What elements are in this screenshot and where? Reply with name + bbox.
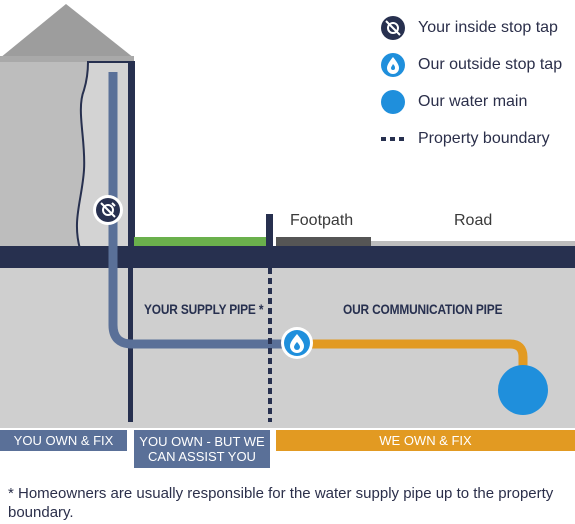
legend-inside-stop-tap-label: Your inside stop tap [418,19,558,36]
we-own-label: WE OWN & FIX [379,433,472,448]
you-own-band: YOU OWN & FIX [0,430,127,451]
we-own-band: WE OWN & FIX [276,430,575,451]
legend-property-boundary-label: Property boundary [418,130,550,147]
supply-pipe-heading: YOUR SUPPLY PIPE * [144,301,264,317]
boundary-line-legend-icon [380,126,406,152]
outside-stop-tap-icon [281,327,313,359]
road-label: Road [454,212,493,229]
house-wall-line [128,62,133,422]
supply-pipe [108,72,292,349]
footpath-surface [276,237,371,246]
road-surface [371,241,575,246]
you-own-assist-band: YOU OWN - BUT WE CAN ASSIST YOU [134,430,270,468]
you-own-label: YOU OWN & FIX [13,433,114,448]
you-own-assist-line2: CAN ASSIST YOU [148,449,256,464]
footpath-label: Footpath [290,212,354,229]
water-main-legend-icon [380,89,406,115]
outside-stop-tap-legend-icon [380,52,406,78]
legend-water-main: Our water main [380,88,527,116]
communication-pipe-heading: OUR COMMUNICATION PIPE [343,301,503,317]
inside-stop-tap-legend-icon [380,15,406,41]
you-own-assist-line1: YOU OWN - BUT WE [139,434,265,449]
grass-strip [134,237,270,246]
footnote: * Homeowners are usually responsible for… [8,485,554,521]
legend-inside-stop-tap: Your inside stop tap [380,14,558,42]
inside-stop-tap-icon [93,195,123,225]
legend-outside-stop-tap: Our outside stop tap [380,51,562,79]
ground-surface-band [0,246,575,268]
legend-water-main-label: Our water main [418,93,528,110]
communication-pipe [300,339,528,372]
legend-outside-stop-tap-label: Our outside stop tap [418,56,563,73]
legend-property-boundary: Property boundary [380,125,550,153]
boundary-post [266,214,273,246]
water-main [498,365,548,415]
